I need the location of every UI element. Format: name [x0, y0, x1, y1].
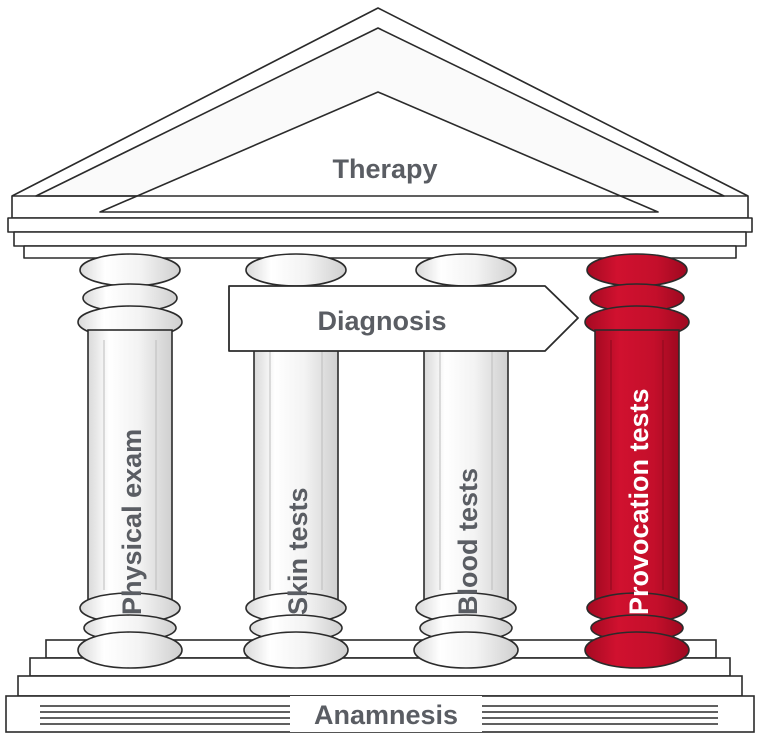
- pillar-label-skin-tests: Skin tests: [283, 487, 313, 615]
- diagnosis-arrow: [228, 285, 579, 352]
- pillar-label-physical-exam: Physical exam: [117, 429, 147, 615]
- arrow-label: Diagnosis: [317, 306, 446, 336]
- pillar-physical-exam: [77, 253, 183, 669]
- roof-label: Therapy: [332, 154, 437, 184]
- pillar-label-provocation-tests: Provocation tests: [624, 388, 654, 615]
- pillar-label-blood-tests: Blood tests: [453, 468, 483, 615]
- pillar-provocation-tests: [584, 253, 690, 669]
- base-label-backdrop: [290, 696, 482, 732]
- pediment: [7, 7, 753, 259]
- base-label: Anamnesis: [314, 700, 458, 730]
